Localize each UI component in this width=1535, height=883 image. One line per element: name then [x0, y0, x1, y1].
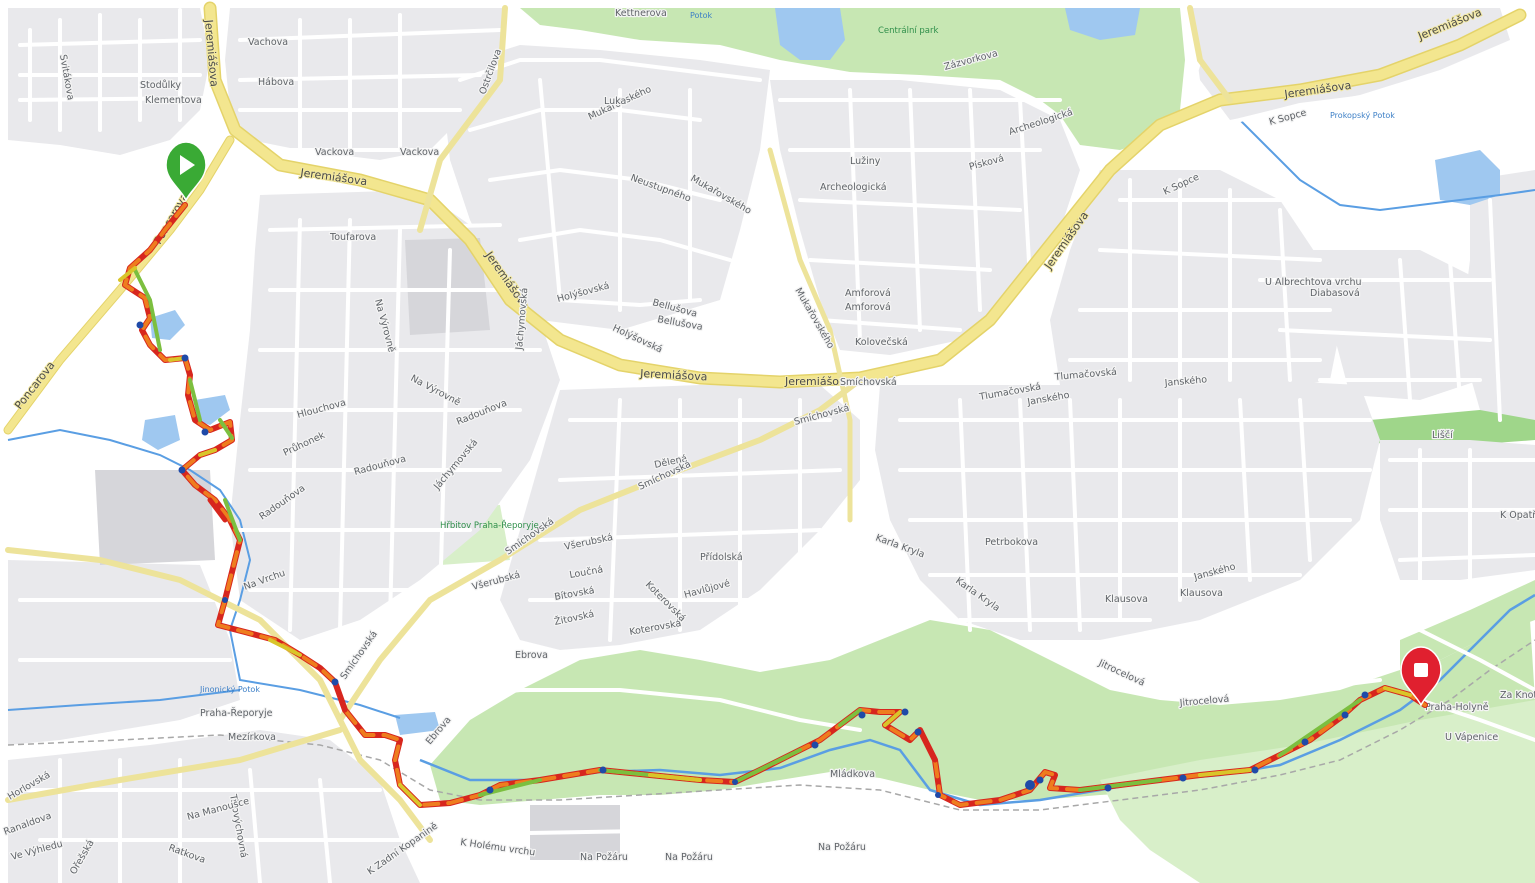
route-track — [118, 202, 1428, 808]
street-label: U Albrechtova vrchu — [1265, 277, 1362, 288]
street-label: Mezírkova — [228, 732, 276, 743]
street-label: Na Požáru — [580, 852, 628, 863]
street-label: Prokopský Potok — [1330, 111, 1395, 120]
street-label: Petrbokova — [985, 537, 1038, 548]
street-label: Ebrova — [515, 650, 548, 661]
finish-marker[interactable] — [1400, 646, 1442, 707]
street-label: Kolovečská — [855, 337, 908, 348]
minor-roads — [18, 6, 1535, 883]
street-label: Praha-Holyně — [1425, 702, 1489, 713]
street-label: Na Požáru — [818, 842, 866, 853]
street-label: Diabasová — [1310, 288, 1360, 299]
street-label: Potok — [690, 11, 712, 20]
start-marker[interactable] — [165, 141, 207, 202]
street-label: Jinonický Potok — [199, 685, 260, 694]
label-jeremiasova-mid2: Jeremiášova — [784, 375, 852, 388]
street-label: Luka — [604, 96, 626, 107]
street-label: Smíchovská — [840, 377, 897, 388]
street-label: Praha-Řeporyje — [200, 708, 273, 719]
street-label: Lužiny — [850, 156, 881, 167]
stop-icon — [1414, 663, 1428, 677]
street-label: Liščí — [1432, 430, 1453, 441]
street-label: Mládkova — [830, 769, 875, 780]
street-label: Toufarova — [329, 232, 376, 243]
label-jeremiasova-mid: Jeremiášova — [639, 367, 708, 384]
label-centralni-park: Centrální park — [878, 26, 938, 36]
street-label: Hábova — [258, 77, 294, 88]
street-label: Amforová — [845, 288, 891, 299]
play-icon — [180, 155, 195, 175]
street-label: Klausova — [1180, 588, 1223, 599]
street-label: Hřbitov Praha-Řeporyje — [440, 520, 539, 531]
street-label: Vackova — [315, 147, 354, 158]
street-label: Archeologická — [820, 182, 887, 193]
street-label: Přídolská — [700, 552, 743, 563]
street-label: Janského — [1163, 374, 1207, 389]
street-label: Klementova — [145, 95, 202, 106]
street-label: Za Knotkem — [1500, 690, 1535, 701]
street-label: Vachova — [248, 37, 288, 48]
street-label: K Opatřilce — [1500, 510, 1535, 521]
street-label: Kettnerova — [615, 8, 667, 19]
street-label: Na Požáru — [665, 852, 713, 863]
street-label: Klausova — [1105, 594, 1148, 605]
street-label: Stodůlky — [140, 80, 181, 91]
street-label: Vackova — [400, 147, 439, 158]
railway-line — [7, 639, 1535, 811]
street-label: Amforová — [845, 302, 891, 313]
street-label: U Vápenice — [1445, 732, 1498, 743]
major-roads — [3, 1, 1527, 843]
